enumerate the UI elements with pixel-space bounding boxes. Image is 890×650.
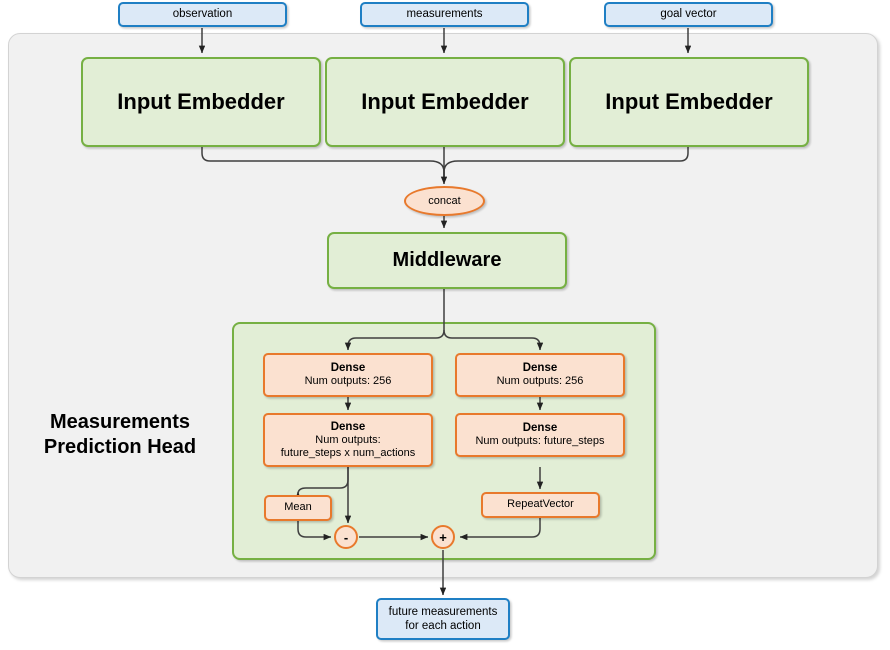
concat-node[interactable]: concat (404, 186, 485, 216)
input-box-goal-vector-label: goal vector (660, 8, 717, 21)
middleware-node[interactable]: Middleware (327, 232, 567, 289)
head-label-line1: Measurements (49, 411, 191, 433)
input-embedder-1-label: Input Embedder (117, 88, 285, 114)
right-dense-1[interactable]: Dense Num outputs: 256 (455, 353, 625, 397)
left-dense-2-outputs-line2: future_steps x num_actions (280, 447, 416, 459)
add-operator-label: + (439, 529, 447, 545)
output-box-line1: future measurements (388, 605, 498, 618)
right-dense-1-title: Dense (522, 362, 558, 375)
output-box-future-measurements[interactable]: future measurements for each action (376, 598, 510, 640)
input-box-measurements-label: measurements (406, 8, 483, 21)
input-embedder-2[interactable]: Input Embedder (325, 57, 565, 147)
input-box-observation[interactable]: observation (118, 2, 287, 27)
left-dense-1[interactable]: Dense Num outputs: 256 (263, 353, 433, 397)
concat-label: concat (428, 195, 461, 207)
input-box-goal-vector[interactable]: goal vector (604, 2, 773, 27)
input-embedder-3[interactable]: Input Embedder (569, 57, 809, 147)
right-dense-2[interactable]: Dense Num outputs: future_steps (455, 413, 625, 457)
middleware-label: Middleware (392, 249, 502, 272)
add-operator[interactable]: + (431, 525, 455, 549)
head-label-line2: Prediction Head (43, 436, 197, 458)
subtract-operator[interactable]: - (334, 525, 358, 549)
repeat-vector-node[interactable]: RepeatVector (481, 492, 600, 518)
subtract-operator-label: - (343, 529, 349, 545)
input-box-measurements[interactable]: measurements (360, 2, 529, 27)
repeat-vector-label: RepeatVector (507, 498, 574, 511)
input-embedder-2-label: Input Embedder (361, 88, 529, 114)
input-embedder-1[interactable]: Input Embedder (81, 57, 321, 147)
measurements-prediction-head-label: Measurements Prediction Head (20, 410, 220, 460)
left-dense-2[interactable]: Dense Num outputs: future_steps x num_ac… (263, 413, 433, 467)
left-dense-1-outputs: Num outputs: 256 (304, 375, 392, 388)
right-dense-2-outputs: Num outputs: future_steps (475, 435, 605, 448)
left-dense-2-title: Dense (330, 420, 366, 433)
left-dense-1-title: Dense (330, 362, 366, 375)
mean-node[interactable]: Mean (264, 495, 332, 521)
input-box-observation-label: observation (172, 8, 233, 21)
input-embedder-3-label: Input Embedder (605, 88, 773, 114)
output-box-line2: for each action (405, 620, 481, 632)
right-dense-2-title: Dense (522, 422, 558, 435)
right-dense-1-outputs: Num outputs: 256 (496, 375, 584, 388)
left-dense-2-outputs-line1: Num outputs: (315, 433, 381, 446)
mean-label: Mean (284, 501, 312, 514)
